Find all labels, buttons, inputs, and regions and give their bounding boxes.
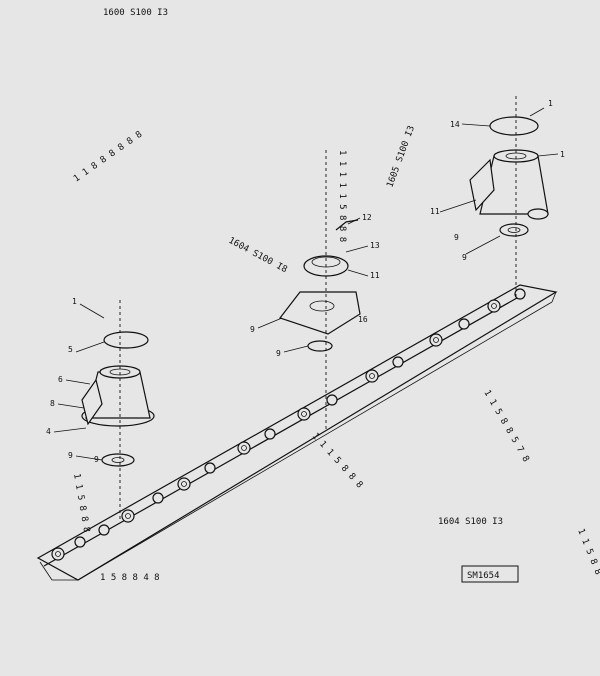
callout-left-9: 9 [68, 451, 73, 460]
callout-right-1b: 1 [560, 150, 565, 159]
figure-id-label: SM1654 [467, 571, 500, 581]
center-housing [279, 150, 361, 430]
label-bottom-mid-ref: 1604 S100 I3 [438, 517, 503, 527]
callout-center-11: 11 [370, 271, 380, 280]
callout-right-1: 1 [548, 99, 553, 108]
callout-right-9: 9 [454, 233, 459, 242]
callout-right-9b: 9 [462, 253, 467, 262]
label-diag-left: 1 1 5 8 8 8 [71, 473, 91, 533]
figure-id-box [461, 565, 519, 583]
callout-center-12: 12 [362, 213, 372, 222]
callout-center-13: 13 [370, 241, 380, 250]
label-top-ref: 1600 S100 I3 [103, 8, 168, 18]
callout-center-16: 16 [358, 315, 368, 324]
callout-left-4: 4 [46, 427, 51, 436]
bar-bolts [51, 288, 526, 561]
label-right-ref: 1605 S100 I3 [385, 124, 417, 189]
label-right-vertical: 1 1 5 8 8 5 7 8 [481, 389, 530, 464]
label-left-center-ref: 1604 S100 I8 [227, 236, 289, 275]
callout-center-9: 9 [250, 325, 255, 334]
callout-left-8: 8 [50, 399, 55, 408]
label-diag-top-left: 1 1 8 8 8 8 8 8 [72, 130, 144, 185]
callout-left-9b: 9 [94, 455, 99, 464]
leader-lines [53, 107, 559, 461]
label-bottom-left-ref: 1 5 8 8 4 8 [100, 573, 160, 583]
callout-right-11: 11 [430, 207, 440, 216]
callout-left-5: 5 [68, 345, 73, 354]
cutter-bar [36, 284, 558, 581]
label-diag-mid: 1 1 1 5 8 8 8 [310, 431, 365, 490]
label-far-right-ref: 1 1 5 8 8 [575, 527, 600, 576]
left-housing [81, 300, 155, 520]
callout-left-1: 1 [72, 297, 77, 306]
callout-right-14: 14 [450, 120, 460, 129]
label-center-vertical: 1 1 1 1 1 5 8 8 8 [337, 150, 347, 242]
right-housing [469, 96, 549, 300]
callout-left-6: 6 [58, 375, 63, 384]
callout-center-9b: 9 [276, 349, 281, 358]
